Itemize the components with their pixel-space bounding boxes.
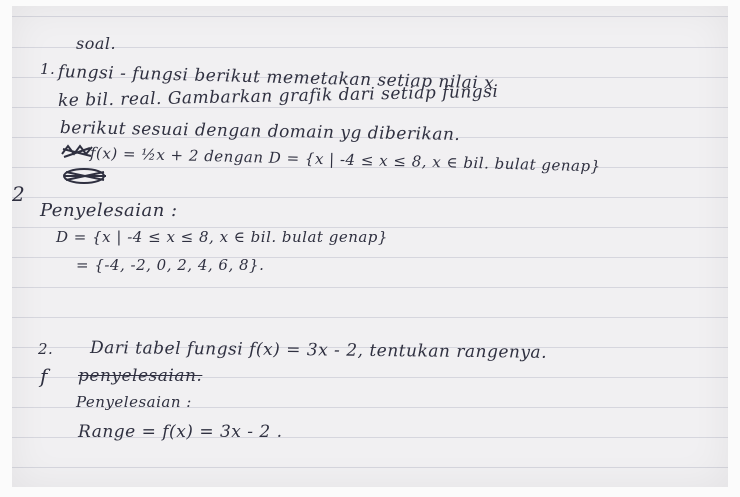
- problem-2-range: Range = f(x) = 3x - 2 .: [78, 422, 283, 442]
- problem-2-crossed-heading: penyelesaian.: [78, 366, 203, 386]
- problem-1-set: = {-4, -2, 0, 2, 4, 6, 8}.: [76, 256, 265, 274]
- lined-paper: [12, 6, 728, 487]
- problem-2-number: 2.: [38, 340, 54, 358]
- note-title: soal.: [76, 34, 117, 53]
- problem-2-solution-heading: Penyelesaian :: [76, 393, 192, 411]
- problem-1-number: 1.: [40, 60, 56, 78]
- problem-1-margin-mark: 2: [12, 182, 26, 206]
- problem-1-domain: D = {x | -4 ≤ x ≤ 8, x ∈ bil. bulat gena…: [56, 228, 388, 246]
- problem-2-margin-mark: f: [40, 364, 48, 388]
- scribble-mark: [61, 144, 93, 158]
- crossed-out-scribble: [63, 168, 106, 184]
- problem-1-solution-heading: Penyelesaian :: [40, 200, 178, 221]
